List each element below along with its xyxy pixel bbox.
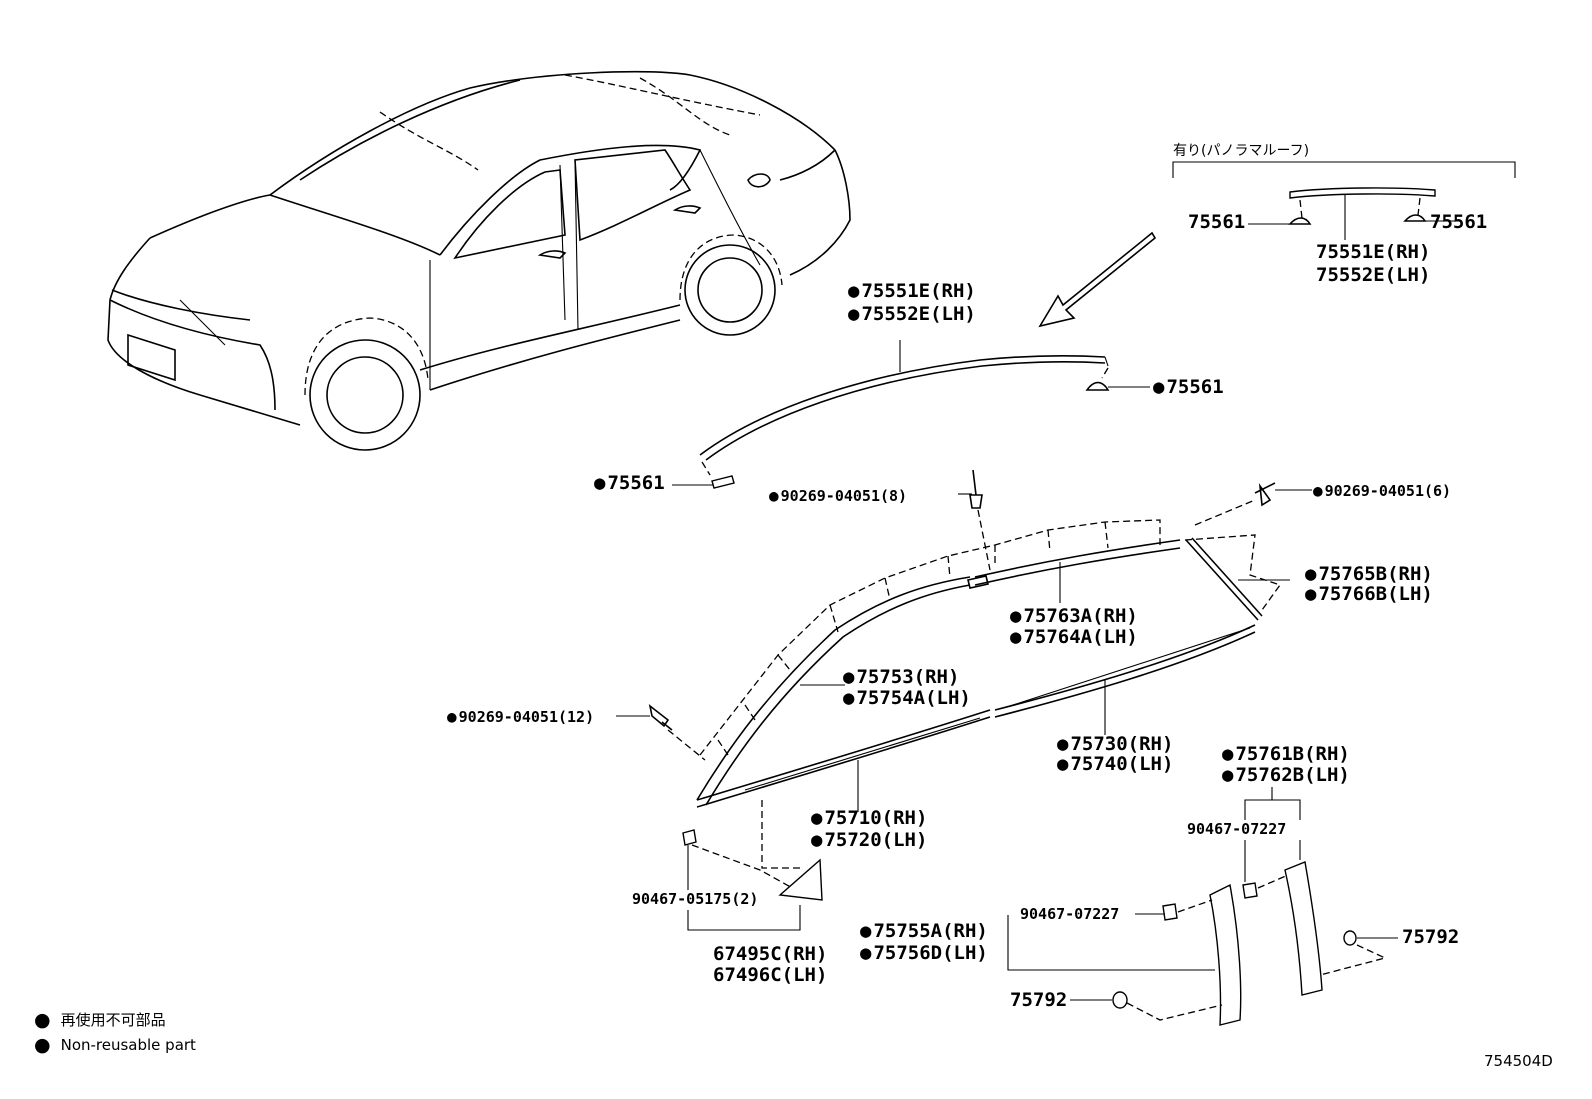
label-rear-pillar-lh: 75762B(LH)	[1222, 765, 1349, 786]
label-clip-left: 90269-04051(12)	[447, 708, 594, 726]
legend-item-english: ● Non-reusable part	[34, 1034, 196, 1056]
label-mirror-cover-lh: 67496C(LH)	[713, 964, 828, 986]
label-rear-belt-rh: 75730(RH)	[1057, 734, 1173, 755]
label-rear-door-upper-rh: 75763A(RH)	[1010, 606, 1137, 627]
car-illustration	[107, 70, 851, 451]
label-nut-rear-pillar: 90467-07227	[1187, 820, 1287, 838]
label-roof-mold-rh: 75551E(RH)	[848, 281, 975, 302]
label-front-pillar-lh: 75756D(LH)	[860, 943, 987, 964]
label-front-door-upper-rh: 75753(RH)	[843, 667, 959, 688]
label-roof-mold-lh: 75552E(LH)	[848, 304, 975, 325]
legend-text: Non-reusable part	[60, 1036, 196, 1054]
label-front-belt-rh: 75710(RH)	[811, 808, 927, 829]
pillar-garnishes	[1007, 787, 1398, 1026]
label-quarter-mold-rh: 75765B(RH)	[1305, 564, 1432, 585]
label-front-door-upper-lh: 75754A(LH)	[843, 688, 970, 709]
label-seal-right: 75792	[1402, 926, 1460, 948]
label-roof-clip-top-left: 75561	[1188, 211, 1246, 233]
legend-bullet: ●	[34, 1034, 51, 1056]
label-clip-upper-mid: 90269-04051(8)	[769, 487, 907, 505]
roof-molding	[672, 340, 1150, 489]
label-rear-belt-lh: 75740(LH)	[1057, 754, 1173, 775]
label-roof-clip-rear: 75561	[1153, 377, 1223, 398]
legend-bullet: ●	[34, 1009, 51, 1031]
label-roof-mold-panorama-rh: 75551E(RH)	[1316, 241, 1431, 263]
label-mirror-cover-rh: 67495C(RH)	[713, 943, 828, 965]
clips	[616, 469, 1312, 761]
diagram-code: 754504D	[1484, 1052, 1553, 1070]
legend-item-japanese: ● 再使用不可部品	[34, 1009, 166, 1031]
label-nut-front-pillar: 90467-07227	[1020, 905, 1120, 923]
label-roof-mold-panorama-lh: 75552E(LH)	[1316, 264, 1431, 286]
mirror-base-cover	[682, 800, 823, 931]
label-roof-clip-top-right: 75561	[1430, 211, 1488, 233]
direction-arrow	[1038, 231, 1157, 328]
label-nut-mirror-base: 90467-05175(2)	[632, 890, 759, 908]
label-rear-pillar-rh: 75761B(RH)	[1222, 744, 1349, 765]
label-seal-bottom: 75792	[1010, 989, 1068, 1011]
panorama-roof-inset	[1172, 161, 1516, 240]
panorama-roof-header: 有り(パノラマルーフ)	[1173, 143, 1310, 159]
label-front-pillar-rh: 75755A(RH)	[860, 921, 987, 942]
label-front-belt-lh: 75720(LH)	[811, 830, 927, 851]
door-frame-moldings	[696, 499, 1290, 812]
label-quarter-mold-lh: 75766B(LH)	[1305, 584, 1432, 605]
label-clip-upper-right: 90269-04051(6)	[1313, 482, 1451, 500]
label-roof-clip-front: 75561	[594, 473, 664, 494]
legend-text: 再使用不可部品	[60, 1011, 166, 1029]
label-rear-door-upper-lh: 75764A(LH)	[1010, 627, 1137, 648]
